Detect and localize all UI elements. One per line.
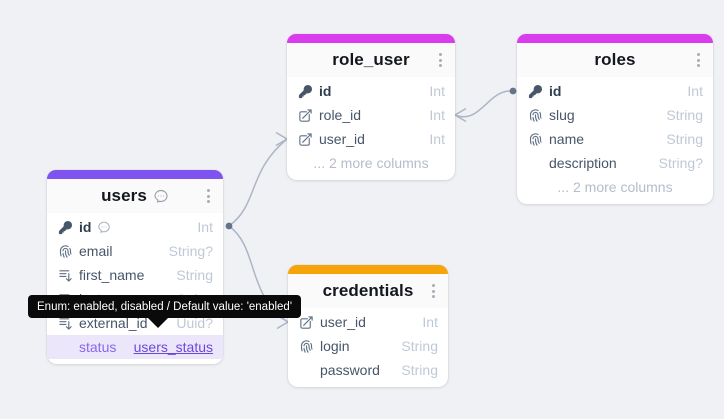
column-name: user_id xyxy=(320,314,366,330)
column-type: Int xyxy=(429,131,445,147)
column-name: status xyxy=(79,339,117,355)
column-name: id xyxy=(319,83,332,99)
relation-roles-roleuser xyxy=(454,90,512,118)
more-columns-link[interactable]: ... 2 more columns xyxy=(557,179,673,195)
enum-type-link[interactable]: users_status xyxy=(133,339,213,355)
column-type: Int xyxy=(687,83,703,99)
index-icon xyxy=(57,315,73,331)
column-name: id xyxy=(79,219,92,235)
column-name: name xyxy=(549,131,585,147)
foreign-key-icon xyxy=(298,314,314,330)
column-row-id[interactable]: id Int xyxy=(517,79,713,103)
table-card-roles[interactable]: roles id Int slug String xyxy=(517,34,713,204)
column-list: id Int slug String name String descripti… xyxy=(517,77,713,204)
enum-tooltip: Enum: enabled, disabled / Default value:… xyxy=(28,295,302,318)
column-type: Int xyxy=(429,107,445,123)
relation-endpoint-dot xyxy=(509,87,517,95)
column-row-status[interactable]: status users_status xyxy=(47,335,223,359)
column-type: String xyxy=(176,267,213,283)
column-row-id[interactable]: id Int xyxy=(287,79,455,103)
column-type: Int xyxy=(429,83,445,99)
column-type: String? xyxy=(658,155,703,171)
column-type: Uuid? xyxy=(176,315,213,331)
comment-icon xyxy=(153,188,169,204)
column-type: Int xyxy=(197,219,213,235)
column-name: id xyxy=(549,83,562,99)
table-accent-bar xyxy=(517,34,713,43)
column-name: user_id xyxy=(319,131,365,147)
table-menu-button[interactable] xyxy=(435,50,446,70)
column-type: String xyxy=(401,338,438,354)
column-row-user-id[interactable]: user_id Int xyxy=(287,127,455,151)
table-header[interactable]: roles xyxy=(517,43,713,77)
more-columns-link[interactable]: ... 2 more columns xyxy=(313,155,429,171)
table-card-role-user[interactable]: role_user id Int role_id Int xyxy=(287,34,455,180)
column-name: login xyxy=(320,338,350,354)
comment-icon xyxy=(97,220,111,234)
column-type: String xyxy=(666,131,703,147)
foreign-key-icon xyxy=(297,107,313,123)
column-list: user_id Int login String password String xyxy=(288,308,448,387)
foreign-key-icon xyxy=(297,131,313,147)
table-header[interactable]: role_user xyxy=(287,43,455,77)
icon-spacer xyxy=(298,362,314,378)
column-name: role_id xyxy=(319,107,362,123)
table-card-users[interactable]: users id xyxy=(47,170,223,364)
column-row-user-id[interactable]: user_id Int xyxy=(288,310,448,334)
column-name: first_name xyxy=(79,267,145,283)
column-name: email xyxy=(79,243,113,259)
unique-fingerprint-icon xyxy=(57,243,73,259)
relation-users-roleuser xyxy=(228,138,288,227)
icon-spacer xyxy=(57,339,73,355)
index-icon xyxy=(57,267,73,283)
primary-key-icon xyxy=(57,219,73,235)
table-title: credentials xyxy=(322,281,414,300)
column-row-email[interactable]: email String? xyxy=(47,239,223,263)
column-name: description xyxy=(549,155,617,171)
unique-fingerprint-icon xyxy=(527,107,543,123)
column-row-first-name[interactable]: first_name String xyxy=(47,263,223,287)
column-list: id Int email String? xyxy=(47,213,223,364)
table-title: roles xyxy=(594,50,636,69)
unique-fingerprint-icon xyxy=(527,131,543,147)
primary-key-icon xyxy=(527,83,543,99)
table-accent-bar xyxy=(288,265,448,274)
column-row-id[interactable]: id Int xyxy=(47,215,223,239)
column-name: external_id xyxy=(79,315,148,331)
column-row-role-id[interactable]: role_id Int xyxy=(287,103,455,127)
table-accent-bar xyxy=(287,34,455,43)
column-name: password xyxy=(320,362,380,378)
column-type: String? xyxy=(168,243,213,259)
table-menu-button[interactable] xyxy=(203,186,214,206)
table-menu-button[interactable] xyxy=(693,50,704,70)
column-row-description[interactable]: description String? xyxy=(517,151,713,175)
table-title: users xyxy=(101,186,147,205)
icon-spacer xyxy=(527,155,543,171)
column-row-external-id[interactable]: external_id Uuid? xyxy=(47,311,223,335)
column-type: String xyxy=(666,107,703,123)
table-accent-bar xyxy=(47,170,223,179)
column-row-login[interactable]: login String xyxy=(288,334,448,358)
table-card-credentials[interactable]: credentials user_id Int login String pas… xyxy=(288,265,448,387)
enum-tooltip-caret xyxy=(147,317,169,328)
table-title: role_user xyxy=(332,50,410,69)
column-name: slug xyxy=(549,107,575,123)
table-menu-button[interactable] xyxy=(428,281,439,301)
column-row-name[interactable]: name String xyxy=(517,127,713,151)
primary-key-icon xyxy=(297,83,313,99)
unique-fingerprint-icon xyxy=(298,338,314,354)
column-list: id Int role_id Int user_id Int ... 2 mor… xyxy=(287,77,455,180)
column-row-slug[interactable]: slug String xyxy=(517,103,713,127)
table-header[interactable]: users xyxy=(47,179,223,213)
column-type: Int xyxy=(422,314,438,330)
relation-endpoint-dot xyxy=(225,222,233,230)
table-header[interactable]: credentials xyxy=(288,274,448,308)
relation-arrow-icon xyxy=(453,107,467,123)
column-type: String xyxy=(401,362,438,378)
column-row-password[interactable]: password String xyxy=(288,358,448,382)
